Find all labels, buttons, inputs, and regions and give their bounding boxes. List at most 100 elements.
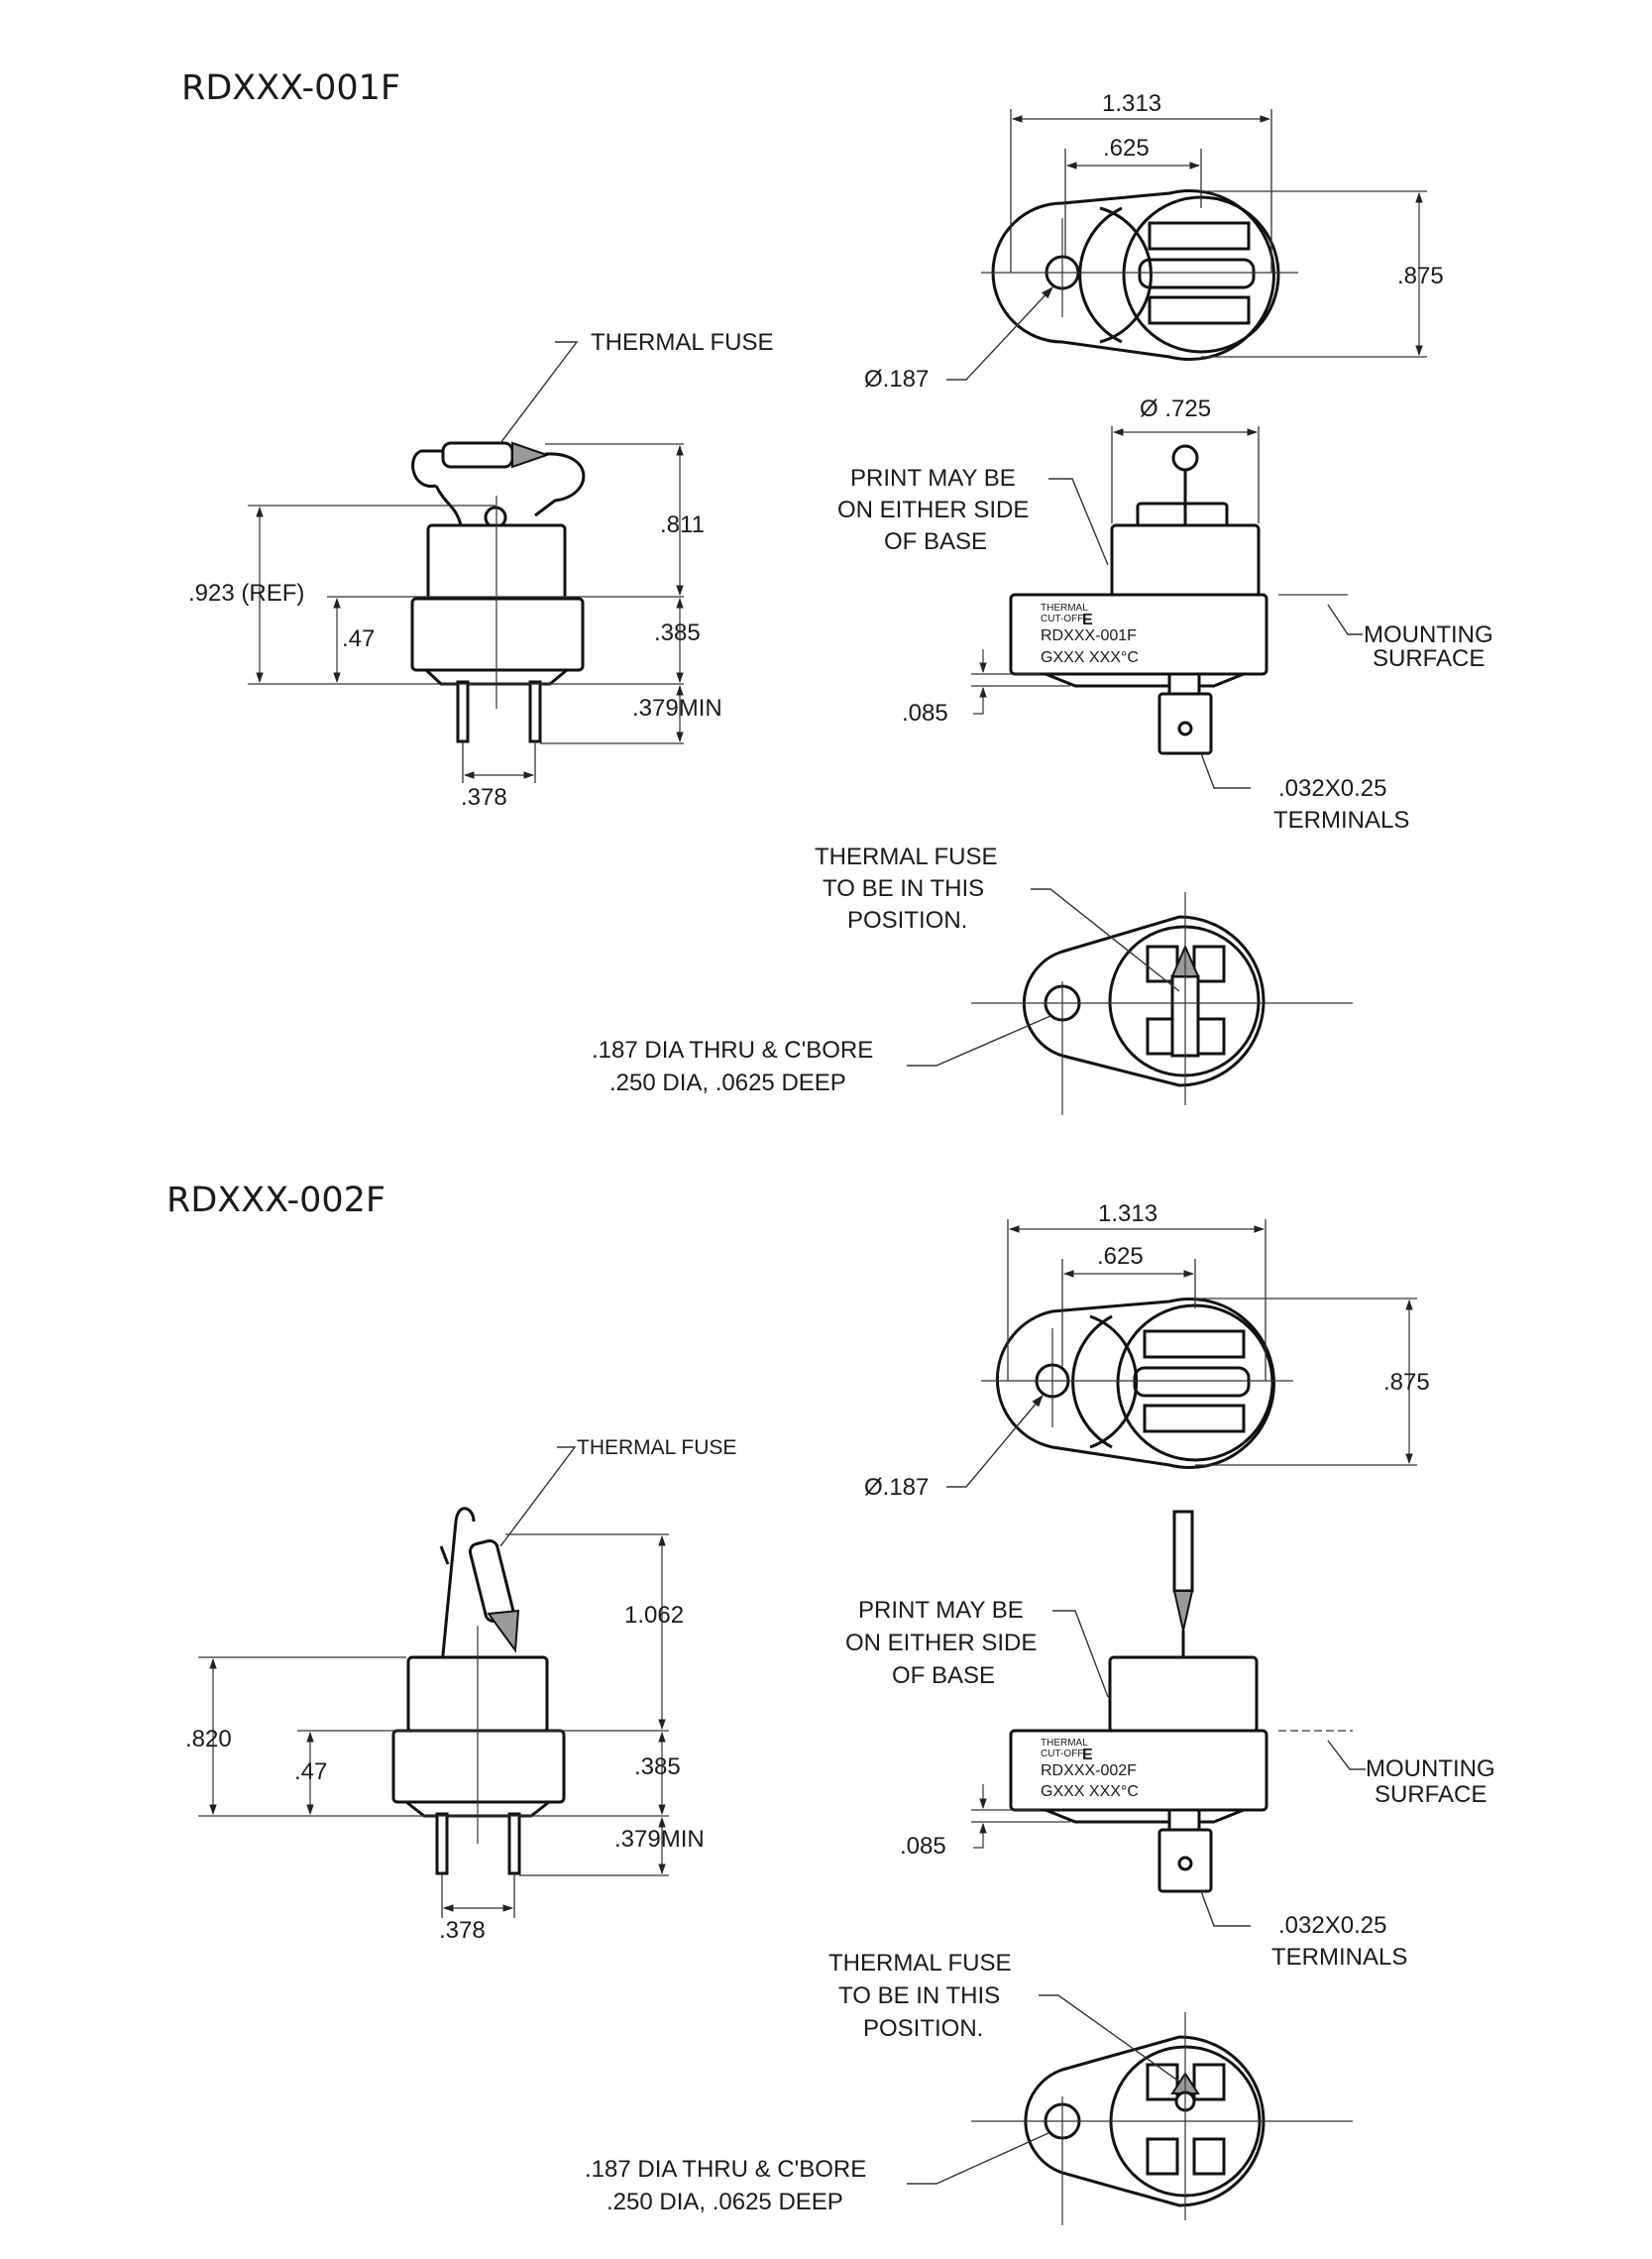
dim2-upper-height: 1.062 [624, 1602, 684, 1629]
dim2-overall: .820 [185, 1726, 232, 1752]
pos2-hole-note-2: .250 DIA, .0625 DEEP [606, 2189, 843, 2215]
fuse2-tip [1172, 1590, 1194, 1632]
side-view-1: THERMAL FUSE .923 (REF) .47 .811 .385 .3… [188, 329, 773, 811]
pos-hole-leader [907, 1015, 1051, 1067]
pos-body-circle [1108, 925, 1261, 1077]
fuse2-upper [1172, 1510, 1194, 1593]
fuse-lead-left [411, 449, 443, 488]
cbore-arc-1 [1099, 206, 1153, 344]
pos-hole-note-1: .187 DIA THRU & C'BORE [592, 1037, 873, 1064]
terminal-left-2 [435, 1812, 449, 1875]
fuse-leader-2 [499, 1446, 577, 1547]
terminal-right [528, 680, 542, 743]
terminal2-hole [1177, 1856, 1193, 1871]
dim2-flange: .085 [900, 1833, 946, 1860]
dim-upper-height: .811 [660, 511, 705, 538]
front2-chamfer [1045, 1808, 1245, 1824]
marking2-line1: THERMAL [1041, 1738, 1088, 1749]
fuse-leader [499, 341, 579, 444]
front-view-2: THERMAL CUT-OFF E RDXXX-002F GXXX XXX°C … [845, 1510, 1495, 1971]
print2-note-1: PRINT MAY BE [858, 1597, 1024, 1624]
print-note-2: ON EITHER SIDE [837, 497, 1029, 523]
pos2-slot-br [1192, 2137, 1226, 2176]
pos2-slot-tl [1146, 2063, 1179, 2101]
mounting-label-1: MOUNTING [1364, 621, 1493, 648]
dim2-flange-height: .385 [634, 1753, 681, 1780]
terminal2-slot-bottom [1143, 1404, 1246, 1433]
print-leader [1048, 478, 1109, 566]
cbore2-arc-1 [1089, 1314, 1139, 1449]
mount2-leader [1327, 1740, 1366, 1770]
dim-hole-center: .625 [1103, 135, 1150, 162]
pos-fuse-note-3: POSITION. [847, 907, 967, 934]
marking-logo: E [1082, 612, 1093, 628]
terminal-slot-top [1148, 221, 1251, 251]
terminals2-label-2: TERMINALS [1271, 1944, 1407, 1971]
fuse-label: THERMAL FUSE [591, 329, 773, 356]
marking-line1: THERMAL [1041, 603, 1088, 614]
dim-terminal-spacing: .378 [461, 784, 507, 811]
dim-body-dia: Ø .725 [1140, 395, 1211, 422]
fuse-lead-2 [439, 1507, 476, 1676]
terminal2-leader [1200, 1890, 1251, 1927]
front-chamfer [1045, 672, 1245, 688]
terminal-leader [1200, 752, 1251, 789]
top-view-1: 1.313 .625 .875 Ø.187 [864, 90, 1444, 393]
terminal-neck [1167, 672, 1201, 696]
marking2-line4: GXXX XXX°C [1041, 1783, 1139, 1800]
drawing-2-title: RDXXX-002F [166, 1181, 385, 1220]
flange-base-2 [391, 1729, 566, 1804]
terminals-label-2: TERMINALS [1273, 807, 1409, 834]
pos-fuse-note-2: TO BE IN THIS [823, 875, 984, 902]
marking-line4: GXXX XXX°C [1041, 649, 1139, 666]
pos-fuse-note-1: THERMAL FUSE [815, 844, 997, 870]
print2-note-3: OF BASE [892, 1662, 995, 1689]
cbore2-arc-2 [1071, 1314, 1113, 1449]
flange-base [410, 597, 585, 672]
center-channel [1138, 258, 1256, 289]
top-view-2: 1.313 .625 .875 Ø.187 [864, 1200, 1430, 1501]
front-upper-body [1110, 523, 1261, 599]
print-note-3: OF BASE [884, 528, 987, 555]
pos2-slot-tr [1192, 2063, 1226, 2101]
dim2-hole-center: .625 [1097, 1243, 1144, 1270]
dim-overall-ref: .923 (REF) [188, 580, 304, 607]
dim-width: .875 [1397, 263, 1444, 289]
drawing-1-title: RDXXX-001F [181, 68, 400, 108]
marking2-line3: RDXXX-002F [1041, 1762, 1137, 1779]
hole-leader [946, 286, 1053, 381]
pos2-fuse-note-3: POSITION. [863, 2015, 983, 2042]
terminal2-neck [1167, 1808, 1201, 1832]
dim2-length: 1.313 [1098, 1200, 1157, 1227]
fuse-label-2: THERMAL FUSE [577, 1436, 736, 1459]
marking2-line2: CUT-OFF [1041, 1749, 1083, 1759]
cbore-arc-2 [1078, 206, 1123, 344]
dim-base-height: .47 [342, 625, 375, 652]
print2-note-2: ON EITHER SIDE [845, 1630, 1037, 1656]
pos2-hole-leader [907, 2132, 1049, 2185]
dim-hole-dia: Ø.187 [864, 366, 929, 393]
terminal-right-2 [507, 1812, 521, 1875]
dim2-base-height: .47 [294, 1758, 327, 1785]
terminal2-slot-top [1143, 1329, 1246, 1359]
pos2-hole-note-1: .187 DIA THRU & C'BORE [585, 2156, 866, 2183]
side-view-2: THERMAL FUSE .820 .47 1.062 .385 .379MIN… [185, 1436, 736, 1944]
mounting2-label-2: SURFACE [1375, 1781, 1487, 1808]
print-note-1: PRINT MAY BE [850, 465, 1016, 492]
dim2-width: .875 [1383, 1369, 1430, 1396]
dim2-terminal-length: .379MIN [614, 1826, 705, 1853]
position-view-2: THERMAL FUSE TO BE IN THIS POSITION. .18… [585, 1950, 1353, 2225]
thermal-fuse-body [441, 441, 514, 469]
thermal-fuse-tip-2 [487, 1609, 520, 1653]
terminal-left [456, 680, 470, 743]
dim-arrow-2 [973, 686, 987, 715]
dim2-hole-dia: Ø.187 [864, 1474, 929, 1501]
pos-outline [1022, 915, 1266, 1087]
mount-leader [1327, 604, 1363, 635]
terminals2-label-1: .032X0.25 [1278, 1912, 1386, 1939]
terminal2-blade [1157, 1828, 1213, 1893]
thermal-fuse-body-2 [468, 1538, 515, 1624]
front-base [1009, 593, 1268, 676]
pos2-fuse-note-1: THERMAL FUSE [828, 1950, 1011, 1977]
